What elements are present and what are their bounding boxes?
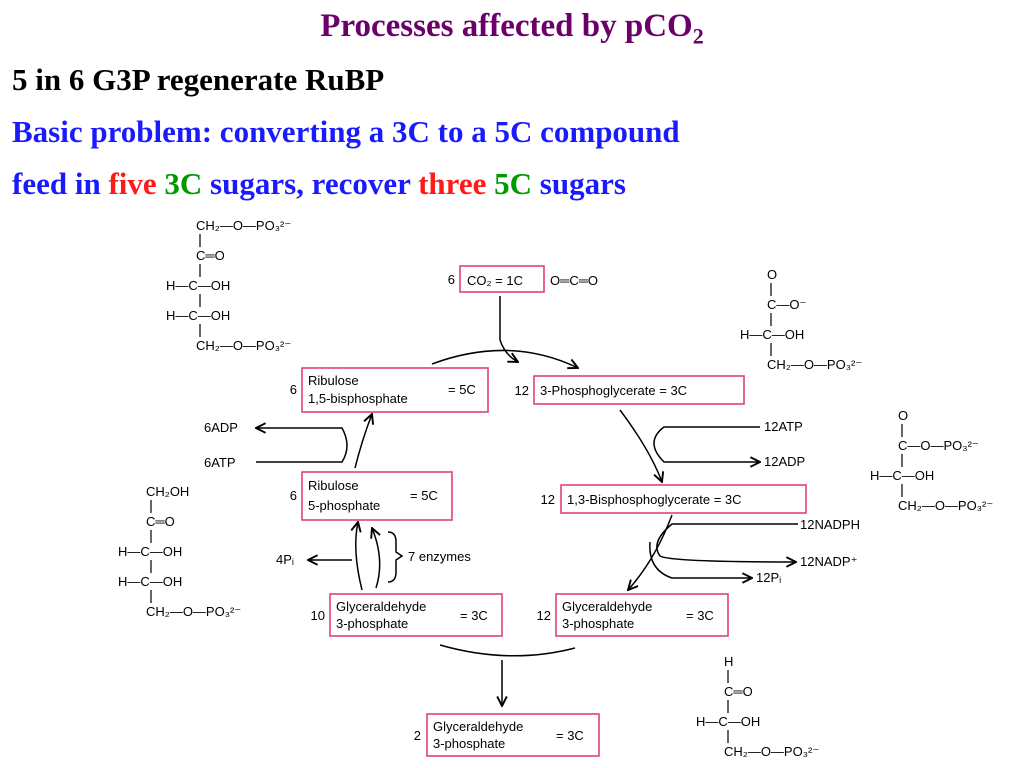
svg-text:H—C—OH: H—C—OH	[118, 544, 182, 559]
arrow-atp-adp-right	[653, 426, 760, 462]
svg-text:O: O	[898, 408, 908, 423]
svg-text:CH₂—O—PO₃²⁻: CH₂—O—PO₃²⁻	[196, 338, 291, 353]
svg-text:H—C—OH: H—C—OH	[870, 468, 934, 483]
arrow-nadph	[656, 523, 798, 562]
enzymes-bracket	[387, 531, 404, 583]
svg-text:H—C—OH: H—C—OH	[166, 278, 230, 293]
rubp-name-line1: Ribulose	[308, 373, 359, 388]
svg-text:C—O—PO₃²⁻: C—O—PO₃²⁻	[898, 438, 979, 453]
arrow-bpg-to-g3p12	[628, 514, 673, 590]
arrow-pga-to-bpg	[619, 409, 662, 482]
bpg-box	[560, 484, 807, 514]
bpg-label: 1,3-Bisphosphoglycerate = 3C	[567, 492, 742, 507]
atp6-label: 6ATP	[204, 455, 236, 470]
pi12-label: 12Pᵢ	[756, 570, 781, 585]
svg-text:C═O: C═O	[146, 514, 175, 529]
svg-text:C═O: C═O	[724, 684, 753, 699]
g3p10-name-line1: Glyceraldehyde	[336, 599, 426, 614]
r5p-box	[301, 471, 453, 521]
g3p10-count: 10	[311, 608, 325, 623]
g3p-structure: H C═O H—C—OH CH₂—O—PO₃²⁻	[696, 654, 819, 759]
r5p-structure: CH₂OH C═O H—C—OH H—C—OH CH₂—O—PO₃²⁻	[118, 484, 241, 619]
g3p2-name-line1: Glyceraldehyde	[433, 719, 523, 734]
rubp-box	[301, 367, 489, 413]
arrow-co2-into-cycle	[499, 296, 518, 362]
pi4-label: 4Pᵢ	[276, 552, 294, 567]
svg-text:H—C—OH: H—C—OH	[740, 327, 804, 342]
g3p12-count: 12	[537, 608, 551, 623]
g3p10-box	[329, 593, 503, 637]
svg-text:CH₂—O—PO₃²⁻: CH₂—O—PO₃²⁻	[898, 498, 993, 513]
co2-count: 6	[448, 272, 455, 287]
r5p-count: 6	[290, 488, 297, 503]
subtitle-line-1: 5 in 6 G3P regenerate RuBP	[12, 62, 385, 97]
pga-label: 3-Phosphoglycerate = 3C	[540, 383, 687, 398]
bpg-count: 12	[541, 492, 555, 507]
subtitle-line-2: Basic problem: converting a 3C to a 5C c…	[12, 114, 680, 149]
arrow-r5p-to-rubp	[354, 414, 372, 469]
svg-text:H: H	[724, 654, 733, 669]
arrow-pi12	[649, 541, 752, 578]
svg-text:H—C—OH: H—C—OH	[166, 308, 230, 323]
g3p10-carbon: = 3C	[460, 608, 488, 623]
r5p-name-line1: Ribulose	[308, 478, 359, 493]
co2-formula: O═C═O	[550, 273, 598, 288]
svg-text:H—C—OH: H—C—OH	[696, 714, 760, 729]
arrow-g3p-to-output	[439, 644, 576, 657]
svg-text:CH₂—O—PO₃²⁻: CH₂—O—PO₃²⁻	[196, 218, 291, 233]
g3p2-carbon: = 3C	[556, 728, 584, 743]
nadph12-label: 12NADPH	[800, 517, 860, 532]
r5p-name-line2: 5-phosphate	[308, 498, 380, 513]
arrow-enzymes-up	[372, 528, 380, 589]
arrow-atp-adp-left	[256, 428, 348, 463]
svg-text:O: O	[767, 267, 777, 282]
svg-text:H—C—OH: H—C—OH	[118, 574, 182, 589]
g3p2-box	[426, 713, 600, 757]
svg-text:CH₂—O—PO₃²⁻: CH₂—O—PO₃²⁻	[724, 744, 819, 759]
g3p10-name-line2: 3-phosphate	[336, 616, 408, 631]
enzymes-label: 7 enzymes	[408, 549, 471, 564]
g3p12-box	[555, 593, 729, 637]
pga-structure: O C—O⁻ H—C—OH CH₂—O—PO₃²⁻	[740, 267, 862, 372]
rubp-carbon: = 5C	[448, 382, 476, 397]
g3p12-carbon: = 3C	[686, 608, 714, 623]
g3p12-name-line2: 3-phosphate	[562, 616, 634, 631]
co2-label: CO₂ = 1C	[467, 273, 523, 288]
svg-text:CH₂—O—PO₃²⁻: CH₂—O—PO₃²⁻	[767, 357, 862, 372]
svg-text:C—O⁻: C—O⁻	[767, 297, 806, 312]
nadp12-label: 12NADP⁺	[800, 554, 857, 569]
adp12-label: 12ADP	[764, 454, 805, 469]
arrow-g3p10-to-r5p	[356, 522, 363, 591]
arrow-rubp-to-pga	[431, 349, 578, 368]
pga-box	[533, 375, 745, 405]
g3p2-name-line2: 3-phosphate	[433, 736, 505, 751]
g3p2-count: 2	[414, 728, 421, 743]
pga-count: 12	[515, 383, 529, 398]
svg-text:C═O: C═O	[196, 248, 225, 263]
rubp-count: 6	[290, 382, 297, 397]
svg-text:CH₂—O—PO₃²⁻: CH₂—O—PO₃²⁻	[146, 604, 241, 619]
svg-text:CH₂OH: CH₂OH	[146, 484, 189, 499]
atp12-label: 12ATP	[764, 419, 803, 434]
adp6-label: 6ADP	[204, 420, 238, 435]
flow-arrows	[256, 296, 798, 706]
subtitle-line-3: feed in five 3C sugars, recover three 5C…	[12, 166, 626, 201]
rubp-name-line2: 1,5-bisphosphate	[308, 391, 408, 406]
page-title: Processes affected by pCO2	[320, 8, 704, 49]
bpg-structure: O C—O—PO₃²⁻ H—C—OH CH₂—O—PO₃²⁻	[870, 408, 993, 513]
rubp-structure: CH₂—O—PO₃²⁻ C═O H—C—OH H—C—OH CH₂—O—PO₃²…	[166, 218, 291, 353]
r5p-carbon: = 5C	[410, 488, 438, 503]
g3p12-name-line1: Glyceraldehyde	[562, 599, 652, 614]
co2-box	[459, 265, 545, 293]
